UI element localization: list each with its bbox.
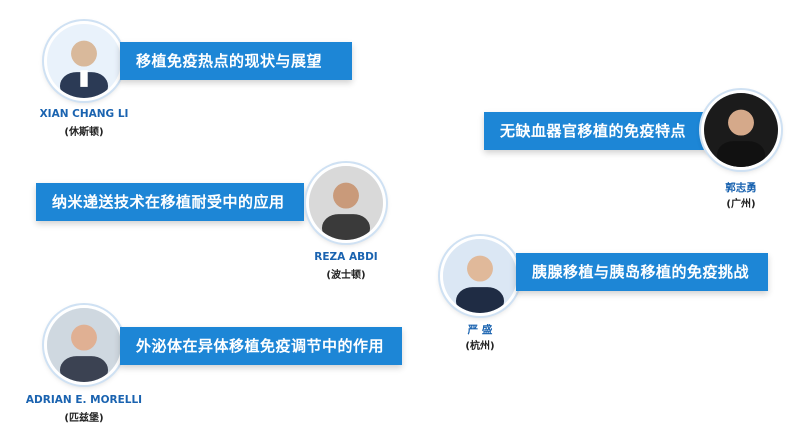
speaker-name-2: 郭志勇 xyxy=(725,182,757,194)
topic-banner-4: 胰腺移植与胰岛移植的免疫挑战 xyxy=(516,253,768,291)
topic-banner-1: 移植免疫热点的现状与展望 xyxy=(120,42,352,80)
speaker-photo-2 xyxy=(701,90,781,170)
speaker-photo-1 xyxy=(44,21,124,101)
speaker-photo-3 xyxy=(306,163,386,243)
speaker-name-3: REZA ABDI xyxy=(314,251,378,263)
speaker-name-5: ADRIAN E. MORELLI xyxy=(25,394,143,406)
speaker-location-1: (休斯顿) xyxy=(64,127,104,138)
speaker-name-1: XIAN CHANG LI xyxy=(39,108,129,120)
speaker-location-4: (杭州) xyxy=(465,341,495,352)
speaker-photo-4 xyxy=(440,236,520,316)
topic-banner-2: 无缺血器官移植的免疫特点 xyxy=(484,112,716,150)
speaker-name-4: 严 盛 xyxy=(467,324,493,336)
topic-banner-3: 纳米递送技术在移植耐受中的应用 xyxy=(36,183,304,221)
speaker-location-5: (匹兹堡) xyxy=(64,413,104,424)
topic-banner-5: 外泌体在异体移植免疫调节中的作用 xyxy=(120,327,402,365)
speaker-location-2: (广州) xyxy=(726,199,756,210)
speaker-location-3: (波士顿) xyxy=(326,270,366,281)
speaker-photo-5 xyxy=(44,305,124,385)
